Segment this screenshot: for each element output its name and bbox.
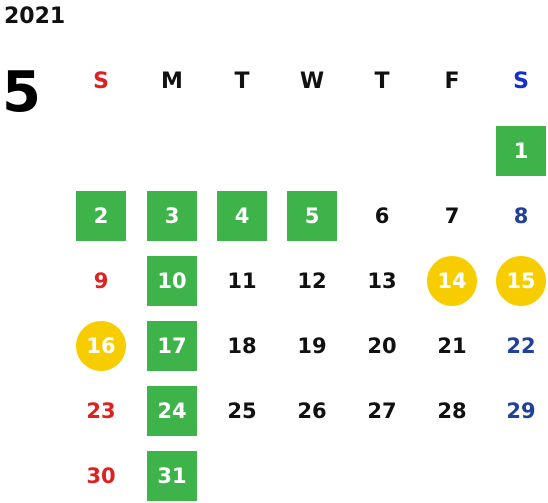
- day-cell-12[interactable]: 12: [297, 269, 327, 293]
- weekday-thu: T: [374, 68, 390, 94]
- day-cell-2[interactable]: 2: [76, 191, 126, 241]
- weekday-fri: F: [444, 68, 460, 94]
- day-cell-31[interactable]: 31: [147, 451, 197, 501]
- day-cell-15[interactable]: 15: [496, 256, 546, 306]
- day-cell-4[interactable]: 4: [217, 191, 267, 241]
- weekday-tue: T: [234, 68, 250, 94]
- day-cell-26[interactable]: 26: [297, 399, 327, 423]
- day-cell-19[interactable]: 19: [297, 334, 327, 358]
- day-cell-18[interactable]: 18: [227, 334, 257, 358]
- day-cell-16[interactable]: 16: [76, 321, 126, 371]
- year-label: 2021: [4, 4, 66, 29]
- month-number: 5: [2, 60, 41, 125]
- day-cell-17[interactable]: 17: [147, 321, 197, 371]
- weekday-sun: S: [93, 68, 109, 94]
- day-cell-9[interactable]: 9: [93, 269, 109, 293]
- day-cell-30[interactable]: 30: [86, 464, 116, 488]
- day-cell-6[interactable]: 6: [374, 204, 390, 228]
- day-cell-25[interactable]: 25: [227, 399, 257, 423]
- day-cell-21[interactable]: 21: [437, 334, 467, 358]
- weekday-mon: M: [161, 68, 183, 94]
- day-cell-14[interactable]: 14: [427, 256, 477, 306]
- day-cell-22[interactable]: 22: [506, 334, 536, 358]
- weekday-wed: W: [299, 68, 325, 94]
- day-cell-5[interactable]: 5: [287, 191, 337, 241]
- day-cell-7[interactable]: 7: [444, 204, 460, 228]
- day-cell-3[interactable]: 3: [147, 191, 197, 241]
- day-cell-24[interactable]: 24: [147, 386, 197, 436]
- day-cell-28[interactable]: 28: [437, 399, 467, 423]
- day-cell-29[interactable]: 29: [506, 399, 536, 423]
- day-cell-11[interactable]: 11: [227, 269, 257, 293]
- day-cell-13[interactable]: 13: [367, 269, 397, 293]
- day-cell-20[interactable]: 20: [367, 334, 397, 358]
- day-cell-1[interactable]: 1: [496, 126, 546, 176]
- day-cell-23[interactable]: 23: [86, 399, 116, 423]
- day-cell-8[interactable]: 8: [513, 204, 529, 228]
- day-cell-27[interactable]: 27: [367, 399, 397, 423]
- day-cell-10[interactable]: 10: [147, 256, 197, 306]
- weekday-sat: S: [513, 68, 529, 94]
